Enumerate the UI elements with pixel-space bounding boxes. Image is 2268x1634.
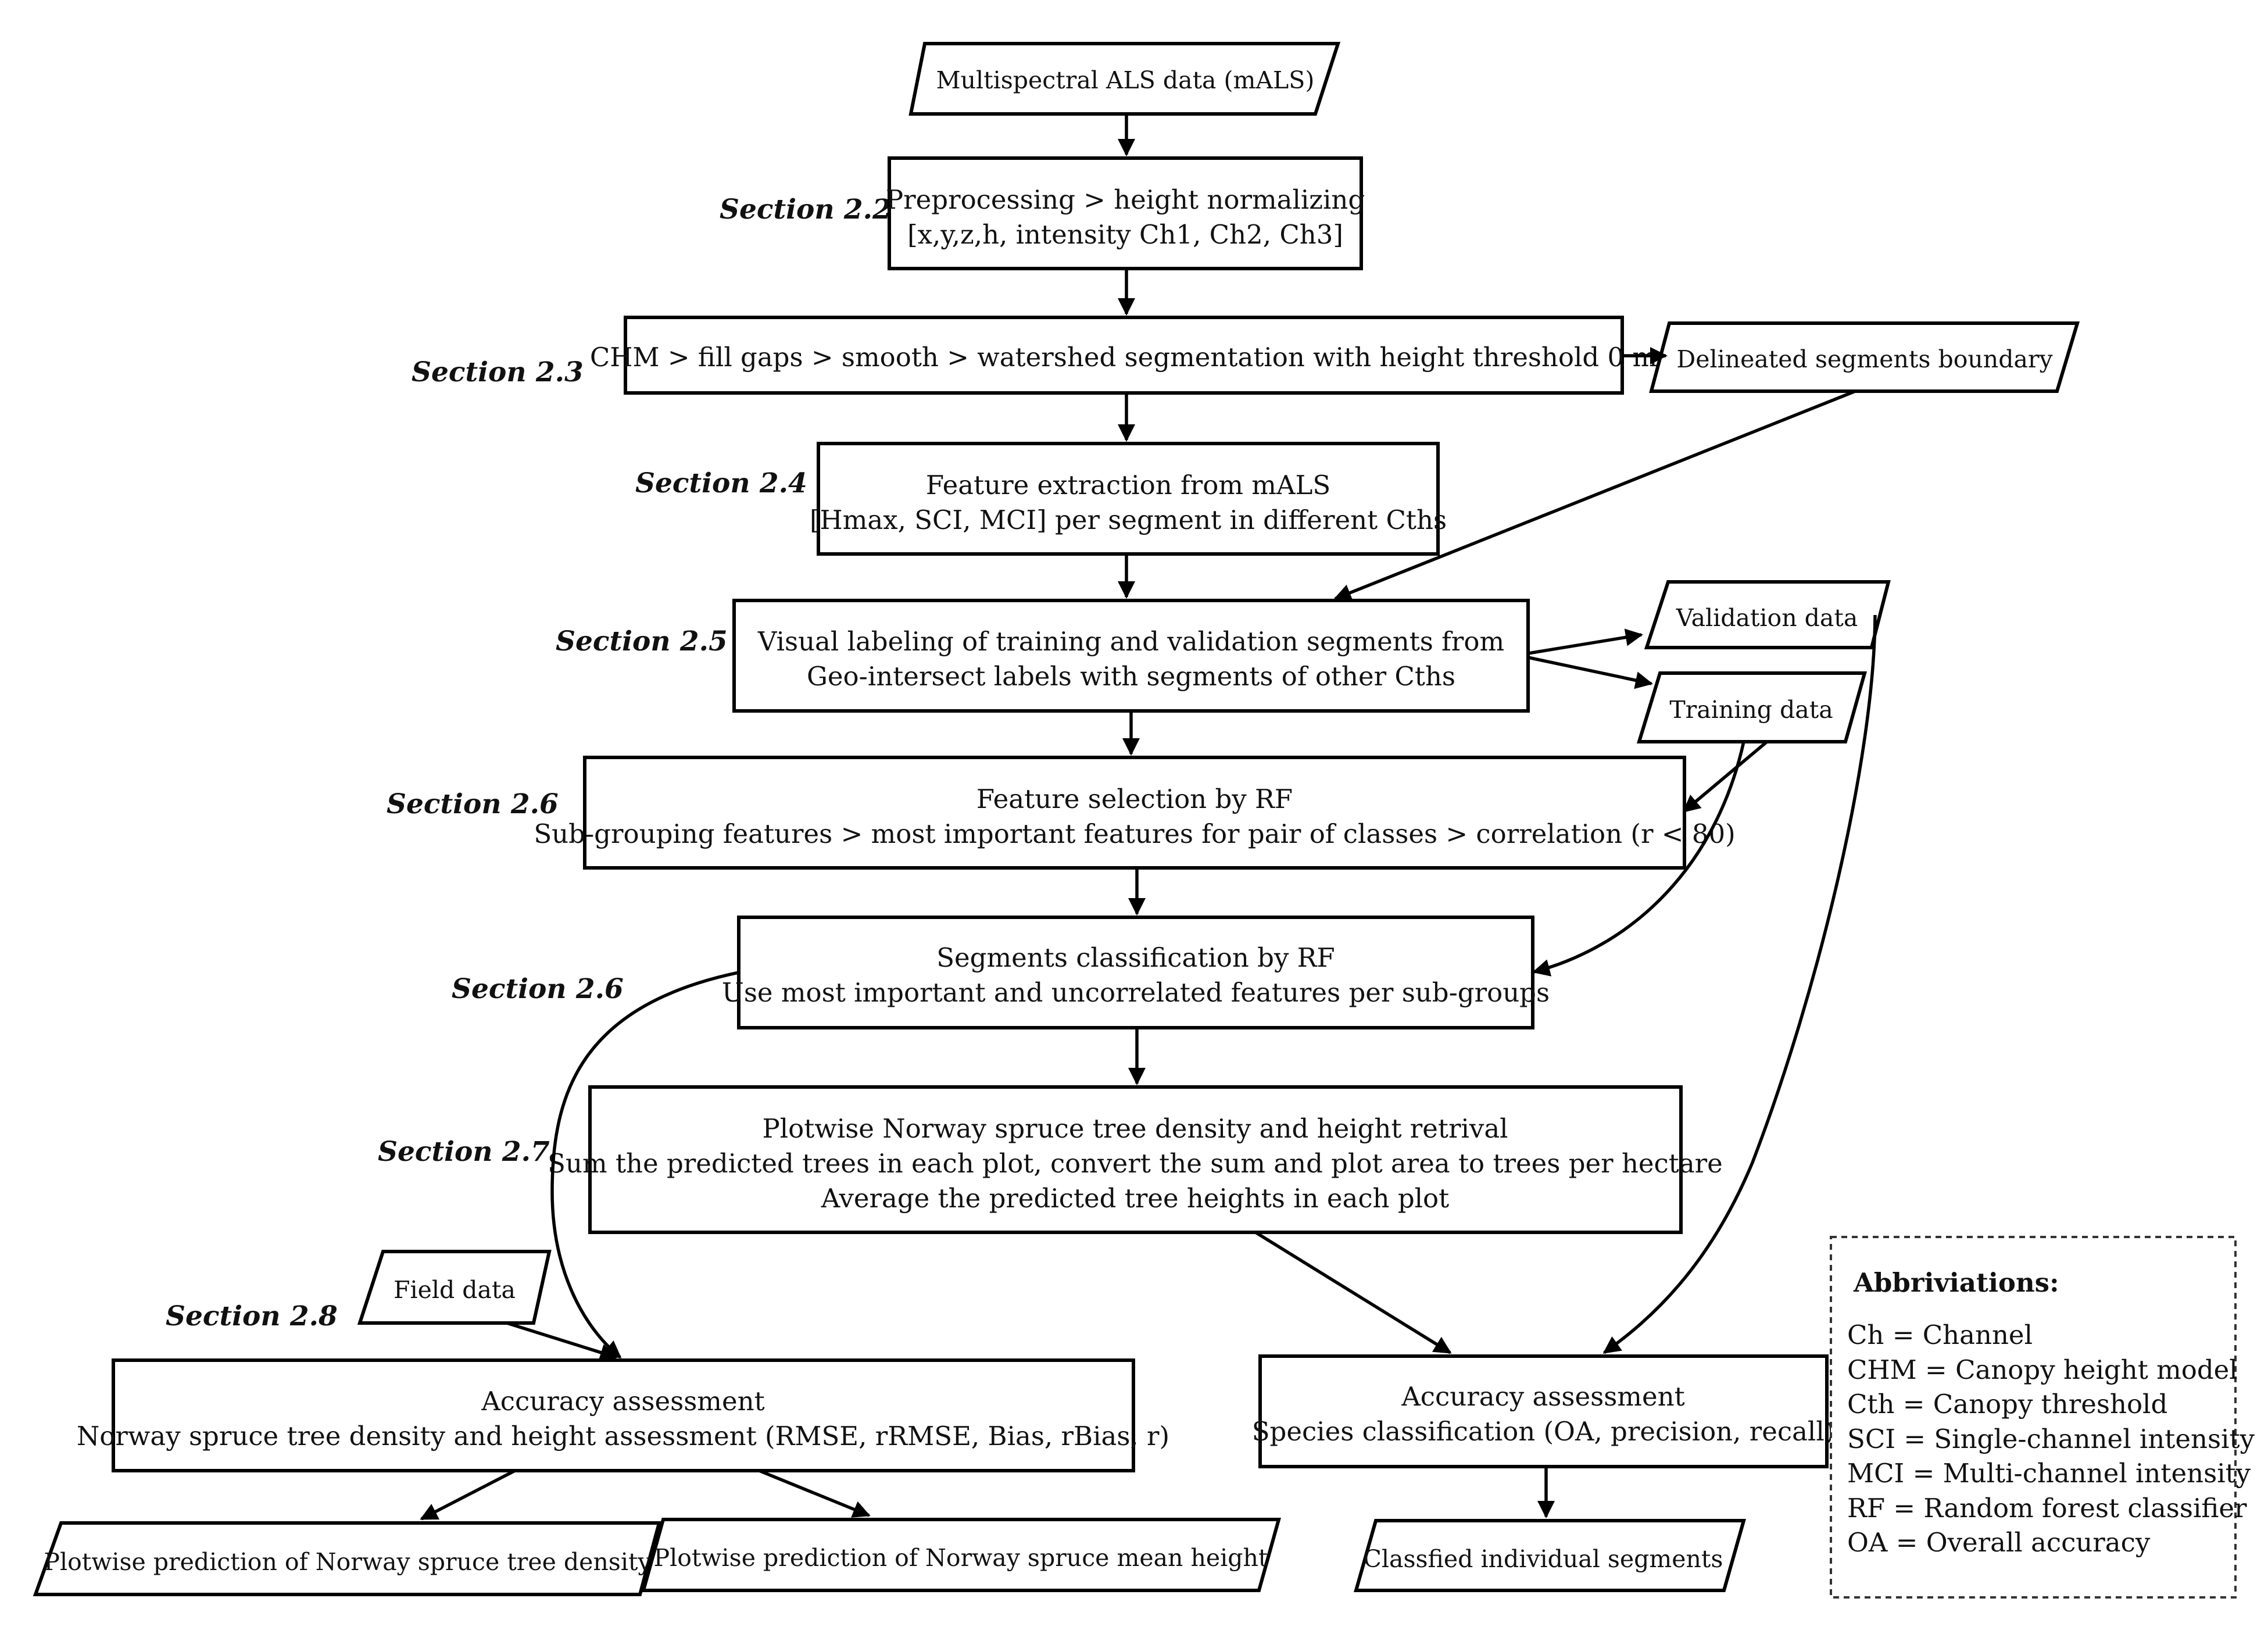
step-chm-line-1: CHM > fill gaps > smooth > watershed seg… bbox=[590, 342, 1657, 373]
abbreviation-item: Cth = Canopy threshold bbox=[1847, 1389, 2167, 1420]
arrow-field-to-accuracy-left bbox=[506, 1321, 618, 1361]
arrow-classification-to-accuracy-left bbox=[550, 971, 739, 1359]
output-density-label: Plotwise prediction of Norway spruce tre… bbox=[44, 1548, 652, 1576]
input-mals-label: Multispectral ALS data (mALS) bbox=[936, 66, 1315, 94]
accuracy-right-line-1: Accuracy assessment bbox=[1401, 1381, 1684, 1412]
section-label-2-4: Section 2.4 bbox=[635, 467, 807, 499]
abbreviation-item: MCI = Multi-channel intensity bbox=[1847, 1458, 2251, 1489]
step-plotwise-retrieval: Plotwise Norway spruce tree density and … bbox=[548, 1085, 1723, 1234]
output-delineated-segments: Delineated segments boundary bbox=[1649, 321, 2080, 393]
output-density-prediction: Plotwise prediction of Norway spruce tre… bbox=[33, 1521, 661, 1596]
arrow-labeling-to-validation bbox=[1527, 628, 1643, 655]
abbreviation-item: CHM = Canopy height model bbox=[1847, 1354, 2238, 1385]
section-label-2-2: Section 2.2 bbox=[720, 194, 892, 226]
step-visual-labeling: Visual labeling of training and validati… bbox=[732, 599, 1530, 713]
output-height-prediction: Plotwise prediction of Norway spruce mea… bbox=[641, 1518, 1281, 1592]
connector-arrows bbox=[420, 114, 1877, 1521]
section-label-2-8: Section 2.8 bbox=[166, 1300, 338, 1332]
accuracy-left-line-2: Norway spruce tree density and height as… bbox=[77, 1421, 1169, 1451]
arrow-labeling-to-training bbox=[1527, 656, 1653, 689]
step-feature-extraction-line-1: Feature extraction from mALS bbox=[926, 470, 1330, 500]
section-label-2-6-classification: Section 2.6 bbox=[452, 973, 624, 1005]
step-feature-extraction-line-2: [Hmax, SCI, MCI] per segment in differen… bbox=[810, 505, 1447, 535]
output-classified-label: Classfied individual segments bbox=[1364, 1545, 1723, 1573]
abbreviation-item: OA = Overall accuracy bbox=[1847, 1527, 2151, 1558]
step-plotwise-line-1: Plotwise Norway spruce tree density and … bbox=[762, 1113, 1508, 1144]
arrow-accuracy-left-to-height bbox=[758, 1469, 871, 1518]
step-segments-classification: Segments classification by RF Use most i… bbox=[722, 916, 1550, 1029]
field-data-label: Field data bbox=[393, 1276, 516, 1304]
step-preprocessing-line-1: Preprocessing > height normalizing bbox=[886, 184, 1365, 215]
arrow-plotwise-to-accuracy-right bbox=[1254, 1231, 1452, 1354]
step-classification-line-1: Segments classification by RF bbox=[936, 942, 1335, 973]
abbreviations-title: Abbriviations: bbox=[1853, 1267, 2059, 1298]
step-classification-line-2: Use most important and uncorrelated feat… bbox=[722, 977, 1550, 1008]
abbreviation-item: Ch = Channel bbox=[1847, 1320, 2033, 1350]
section-label-2-6-selection: Section 2.6 bbox=[387, 788, 559, 820]
step-preprocessing-line-2: [x,y,z,h, intensity Ch1, Ch2, Ch3] bbox=[907, 219, 1343, 250]
arrow-delineated-to-labeling bbox=[1333, 389, 1856, 601]
step-plotwise-line-2: Sum the predicted trees in each plot, co… bbox=[548, 1148, 1723, 1179]
output-delineated-label: Delineated segments boundary bbox=[1676, 345, 2053, 373]
section-label-2-7: Section 2.7 bbox=[378, 1136, 550, 1168]
arrow-validation-to-accuracy-right bbox=[1602, 614, 1877, 1354]
validation-data-label: Validation data bbox=[1676, 604, 1858, 632]
arrow-training-to-selection bbox=[1682, 740, 1768, 813]
section-label-2-5: Section 2.5 bbox=[556, 625, 728, 657]
output-classified-segments: Classfied individual segments bbox=[1354, 1519, 1746, 1592]
step-labeling-line-1: Visual labeling of training and validati… bbox=[757, 626, 1504, 657]
step-accuracy-assessment-right: Accuracy assessment Species classificati… bbox=[1252, 1354, 1835, 1468]
abbreviation-item: RF = Random forest classifier bbox=[1847, 1493, 2247, 1524]
output-validation-data: Validation data bbox=[1644, 580, 1891, 649]
accuracy-left-line-1: Accuracy assessment bbox=[481, 1386, 764, 1417]
section-label-2-3: Section 2.3 bbox=[412, 356, 584, 388]
output-training-data: Training data bbox=[1636, 671, 1867, 743]
step-feature-selection-line-1: Feature selection by RF bbox=[976, 784, 1293, 814]
abbreviation-item: SCI = Single-channel intensity bbox=[1847, 1424, 2255, 1454]
step-feature-selection: Feature selection by RF Sub-grouping fea… bbox=[534, 756, 1736, 870]
step-plotwise-line-3: Average the predicted tree heights in ea… bbox=[821, 1183, 1449, 1214]
step-feature-extraction: Feature extraction from mALS [Hmax, SCI,… bbox=[810, 442, 1447, 556]
arrow-accuracy-left-to-density bbox=[420, 1469, 516, 1521]
step-chm-segmentation: CHM > fill gaps > smooth > watershed seg… bbox=[590, 316, 1657, 395]
step-feature-selection-line-2: Sub-grouping features > most important f… bbox=[534, 818, 1735, 849]
training-data-label: Training data bbox=[1669, 696, 1833, 724]
output-height-label: Plotwise prediction of Norway spruce mea… bbox=[654, 1544, 1268, 1572]
step-labeling-line-2: Geo-intersect labels with segments of ot… bbox=[807, 661, 1455, 692]
step-preprocessing: Preprocessing > height normalizing [x,y,… bbox=[886, 156, 1365, 270]
step-accuracy-assessment-left: Accuracy assessment Norway spruce tree d… bbox=[77, 1358, 1169, 1472]
abbreviations-legend: Abbriviations: Ch = Channel CHM = Canopy… bbox=[1830, 1236, 2255, 1599]
arrow-training-to-classification bbox=[1532, 741, 1745, 977]
input-field-data: Field data bbox=[357, 1250, 552, 1325]
input-mals-data: Multispectral ALS data (mALS) bbox=[908, 42, 1341, 116]
accuracy-right-line-2: Species classification (OA, precision, r… bbox=[1252, 1416, 1835, 1447]
